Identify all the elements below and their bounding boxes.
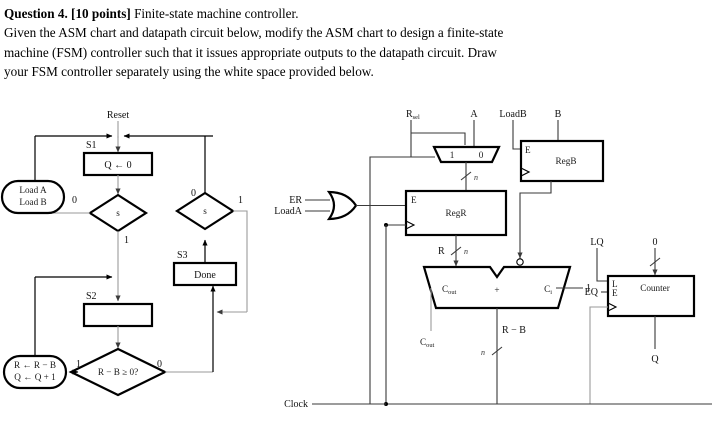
question-body-line-3: your FSM controller separately using the… bbox=[4, 64, 374, 80]
datapath-regb bbox=[519, 139, 605, 183]
datapath-regb-clock-triangle bbox=[520, 167, 531, 177]
datapath-regb-name: RegB bbox=[556, 156, 577, 166]
datapath-input-a-label: A bbox=[470, 109, 478, 120]
datapath-mux bbox=[432, 145, 501, 164]
datapath-counter-load-pin: L bbox=[612, 279, 618, 289]
datapath-eq-label: EQ bbox=[585, 287, 599, 298]
datapath-regr-bus-width: n bbox=[464, 247, 468, 256]
datapath-counter-output-label: Q bbox=[651, 354, 659, 365]
datapath-loada-label: LoadA bbox=[274, 206, 303, 217]
question-text: Question 4. [10 points] Finite-state mac… bbox=[4, 4, 708, 82]
datapath-regr-output-label: R bbox=[438, 246, 445, 257]
datapath-adder-cin-pin: Ci bbox=[544, 284, 552, 296]
question-body-line-2: machine (FSM) controller such that it is… bbox=[4, 44, 497, 60]
asm-decision-s-left-branch1: 1 bbox=[124, 235, 129, 246]
datapath-adder-output-label: R − B bbox=[502, 325, 526, 336]
question-points: [10 points] bbox=[71, 6, 131, 21]
asm-state-s2-label: S2 bbox=[86, 291, 97, 302]
asm-decision-compare-condition: R − B ≥ 0? bbox=[98, 367, 138, 377]
asm-output-load-line1: Load A bbox=[19, 185, 47, 195]
asm-decision-compare bbox=[68, 347, 168, 397]
asm-state-s3-action: Done bbox=[194, 270, 216, 281]
datapath-adder bbox=[422, 265, 572, 310]
asm-decision-s-left-branch0: 0 bbox=[72, 195, 77, 206]
asm-state-s2-box bbox=[82, 302, 154, 328]
datapath-carry-in-value: 1 bbox=[586, 283, 591, 294]
datapath-er-label: ER bbox=[289, 195, 302, 206]
asm-output-load-line2: Load B bbox=[19, 197, 46, 207]
datapath-mux-port-1: 1 bbox=[450, 150, 455, 160]
datapath-adder-bus-width: n bbox=[481, 348, 485, 357]
datapath-adder-cout-pin: Cout bbox=[442, 284, 457, 296]
question-number: Question 4. bbox=[4, 6, 68, 21]
datapath-cout-output-label: Cout bbox=[420, 337, 435, 349]
datapath-mux-bus-width: n bbox=[474, 173, 478, 182]
question-heading-line: Question 4. [10 points] Finite-state mac… bbox=[4, 4, 708, 23]
asm-state-s1-label: S1 bbox=[86, 140, 97, 151]
datapath-adder-symbol: + bbox=[494, 285, 499, 295]
asm-decision-s-right-condition: s bbox=[203, 206, 207, 216]
asm-decision-s-right-branch1: 1 bbox=[238, 195, 243, 206]
datapath-counter bbox=[606, 274, 696, 318]
question-title: Finite-state machine controller. bbox=[134, 6, 299, 21]
asm-reset-label: Reset bbox=[107, 110, 129, 121]
question-body-line-1: Given the ASM chart and datapath circuit… bbox=[4, 25, 504, 41]
asm-output-sub-line1: R ← R − B bbox=[14, 360, 56, 370]
asm-decision-s-right-branch0: 0 bbox=[191, 188, 196, 199]
datapath-regr-enable-pin: E bbox=[411, 195, 417, 205]
asm-decision-compare-branch1: 1 bbox=[76, 359, 81, 370]
datapath-counter-name: Counter bbox=[640, 283, 670, 293]
datapath-regb-enable-pin: E bbox=[525, 145, 531, 155]
asm-decision-s-right bbox=[174, 191, 236, 231]
datapath-adder-invert-bubble bbox=[516, 258, 524, 266]
datapath-circuit: Rsel A LoadB B 1 0 n E RegB bbox=[274, 109, 712, 410]
datapath-counter-enable-pin: E bbox=[612, 288, 618, 298]
datapath-input-b-label: B bbox=[555, 109, 562, 120]
datapath-regr bbox=[404, 189, 508, 237]
datapath-clock-label: Clock bbox=[284, 399, 308, 410]
asm-decision-compare-branch0: 0 bbox=[157, 359, 162, 370]
datapath-lq-label: LQ bbox=[590, 237, 604, 248]
datapath-regr-name: RegR bbox=[446, 208, 468, 218]
asm-output-sub-line2: Q ← Q + 1 bbox=[14, 372, 56, 382]
asm-output-load-box bbox=[0, 179, 66, 215]
datapath-rsel-label: Rsel bbox=[406, 109, 420, 121]
asm-state-s3-label: S3 bbox=[177, 250, 188, 261]
asm-state-s1-action: Q ← 0 bbox=[104, 160, 131, 171]
asm-decision-s-left-condition: s bbox=[116, 208, 120, 218]
datapath-loadb-label: LoadB bbox=[499, 109, 527, 120]
datapath-or-gate bbox=[326, 190, 358, 221]
datapath-mux-port-0: 0 bbox=[479, 150, 484, 160]
datapath-counter-preset-label: 0 bbox=[653, 237, 658, 248]
